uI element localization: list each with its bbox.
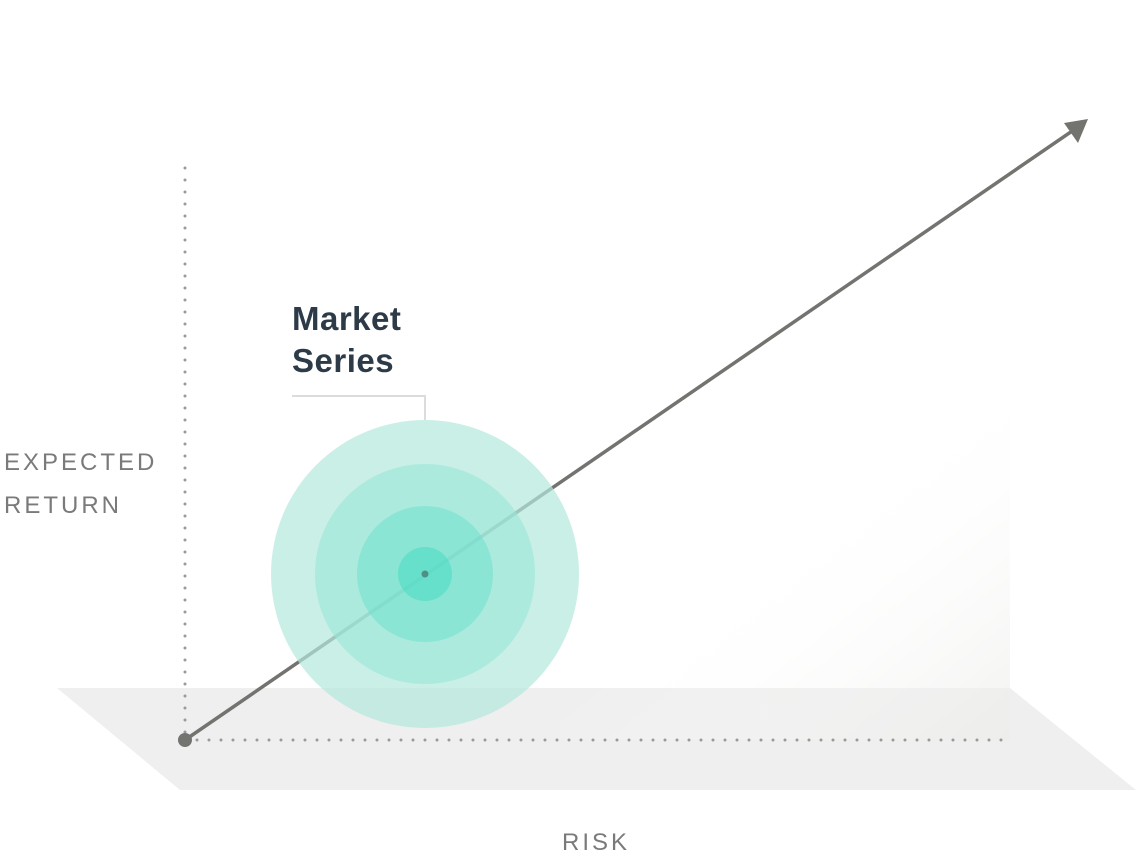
- arrow-head-icon: [1064, 119, 1088, 143]
- y-axis-label: EXPECTED RETURN: [4, 441, 157, 527]
- y-axis-label-line1: EXPECTED: [4, 449, 158, 476]
- origin-dot: [178, 733, 192, 747]
- market-series-label: Market Series: [292, 298, 401, 382]
- market-series-line2: Series: [292, 342, 395, 379]
- market-center-dot: [421, 570, 429, 578]
- y-axis-label-line2: RETURN: [4, 492, 122, 519]
- label-leader-line: [292, 395, 426, 420]
- x-axis-label: RISK: [562, 829, 631, 856]
- market-series-line1: Market: [292, 300, 402, 337]
- back-wall: [560, 390, 1010, 740]
